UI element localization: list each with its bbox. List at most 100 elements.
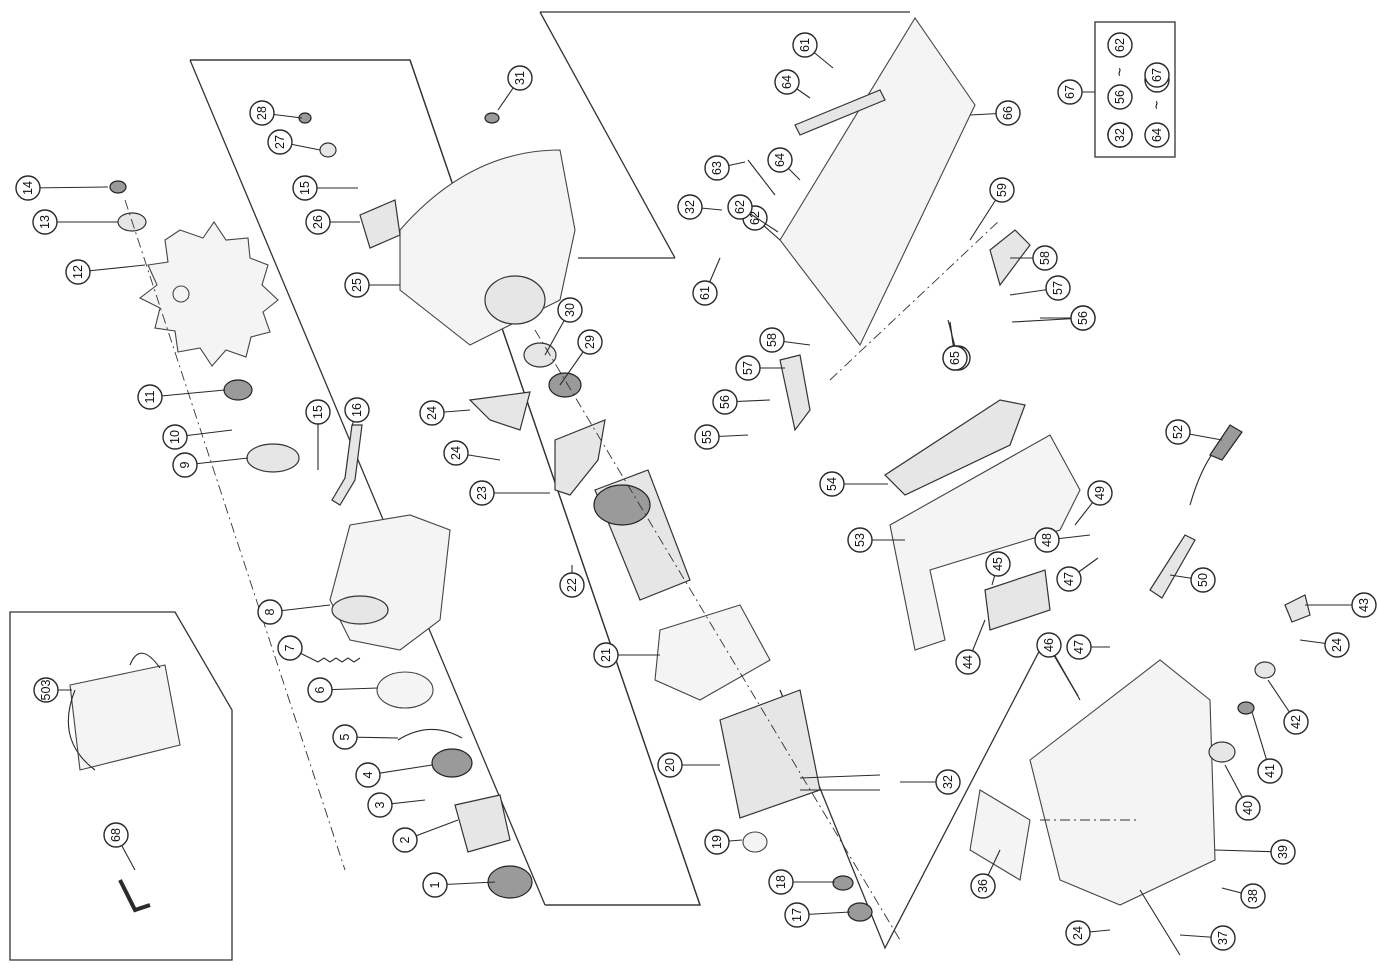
callout-48-51: 48 xyxy=(1034,527,1091,553)
callout-40-42: 40 xyxy=(1224,764,1261,821)
callout-number: 21 xyxy=(599,648,613,662)
callout-38-40: 38 xyxy=(1221,883,1266,909)
callout-32-35: 32 xyxy=(677,194,723,220)
snap-ring xyxy=(397,728,463,741)
fan-baffle xyxy=(654,604,771,701)
callout-number: 68 xyxy=(109,828,123,842)
callout-number: 11 xyxy=(143,390,157,403)
callout-14-13: 14 xyxy=(15,175,109,201)
callout-number: 8 xyxy=(263,608,277,615)
callout-65-75: 65 xyxy=(942,321,968,371)
callout-bubble xyxy=(759,327,785,353)
callout-number: 61 xyxy=(698,286,712,300)
callout-number: 20 xyxy=(663,758,677,772)
callout-43-45: 43 xyxy=(1305,592,1377,618)
callout-number: 50 xyxy=(1196,573,1210,587)
callout-24-24: 24 xyxy=(443,440,501,466)
callout-bubble xyxy=(1034,527,1060,553)
callout-bubble xyxy=(1107,84,1133,110)
callout-bubble xyxy=(1066,634,1092,660)
callout-64-73: 64 xyxy=(767,147,801,181)
callout-number: 62 xyxy=(1113,38,1127,52)
callout-number: 1 xyxy=(428,881,442,888)
callout-56-59: 56 xyxy=(1011,305,1096,331)
callout-bubble xyxy=(577,329,603,355)
spring xyxy=(317,657,361,663)
callout-bubble xyxy=(443,440,469,466)
callout-bubble xyxy=(1210,925,1236,951)
callout-number: 13 xyxy=(38,215,52,229)
callout-number: 65 xyxy=(948,351,962,365)
callout-bubble xyxy=(1107,32,1133,58)
callout-39-41: 39 xyxy=(1214,839,1296,865)
kit-item-56: 56 xyxy=(1107,84,1133,110)
callout-32-37: 32 xyxy=(900,769,961,795)
callout-number: 6 xyxy=(313,686,327,693)
callout-13-12: 13 xyxy=(32,209,118,235)
callout-45-47: 45 xyxy=(985,551,1011,586)
plug xyxy=(1209,424,1243,461)
callout-bubble xyxy=(767,147,793,173)
callout-21-21: 21 xyxy=(593,642,660,668)
callout-bubble xyxy=(1257,758,1283,784)
callout-bubble xyxy=(1235,795,1261,821)
callout-15-15: 15 xyxy=(305,399,331,470)
callout-number: 64 xyxy=(1150,128,1164,142)
callout-number: 57 xyxy=(1051,281,1065,295)
callout-number: 18 xyxy=(774,875,788,889)
callout-number: 39 xyxy=(1276,845,1290,859)
callout-2-1: 2 xyxy=(392,819,459,853)
callout-number: 41 xyxy=(1263,764,1277,778)
callout-6-5: 6 xyxy=(307,677,379,703)
callout-number: 67 xyxy=(1063,85,1077,99)
callout-bubble xyxy=(677,194,703,220)
callout-number: 47 xyxy=(1062,572,1076,586)
callout-bubble xyxy=(712,389,738,415)
callout-bubble xyxy=(1283,709,1309,735)
assembly-axes xyxy=(124,199,1140,941)
callout-67-78: 67 xyxy=(1057,79,1095,105)
handle-grip xyxy=(884,399,1026,496)
depth-knob xyxy=(359,199,401,249)
callout-number: 25 xyxy=(350,278,364,292)
callout-bubble xyxy=(355,762,381,788)
callout-42-44: 42 xyxy=(1267,679,1309,735)
lower-guard xyxy=(329,514,451,651)
guard-lever xyxy=(331,424,363,506)
callout-bubble xyxy=(367,792,393,818)
callout-44-46: 44 xyxy=(955,619,986,675)
callout-18-18: 18 xyxy=(768,869,835,895)
callout-24-27: 24 xyxy=(419,400,471,426)
seal-ring xyxy=(523,342,557,368)
callout-number: 56 xyxy=(1076,311,1090,325)
callout-bubble xyxy=(847,527,873,553)
callout-bubble xyxy=(65,259,91,285)
callout-bubble xyxy=(33,677,59,703)
callout-24-26: 24 xyxy=(1299,632,1350,658)
callout-bubble xyxy=(392,827,418,853)
callout-bubble xyxy=(1144,62,1170,88)
callout-37-39: 37 xyxy=(1179,925,1236,951)
callout-number: 62 xyxy=(733,200,747,214)
callout-53-55: 53 xyxy=(847,527,905,553)
armature-bearing xyxy=(548,372,582,398)
callout-58-64: 58 xyxy=(759,327,811,353)
callout-bubble xyxy=(277,635,303,661)
callout-bubble xyxy=(1065,920,1091,946)
callout-number: 61 xyxy=(798,38,812,52)
callout-number: 19 xyxy=(710,835,724,849)
callout-bubble xyxy=(419,400,445,426)
callout-number: 31 xyxy=(513,71,527,85)
callout-number: 12 xyxy=(71,265,85,279)
callout-11-10: 11 xyxy=(137,384,226,410)
callout-bubble xyxy=(15,175,41,201)
brush-holder xyxy=(554,419,606,496)
callout-bubble xyxy=(774,69,800,95)
callout-number: 37 xyxy=(1216,931,1230,945)
callout-number: 44 xyxy=(961,655,975,669)
callout-bubble xyxy=(1056,566,1082,592)
brush-cap-holder xyxy=(1208,741,1236,763)
callout-number: 26 xyxy=(311,215,325,229)
callout-503-80: 503 xyxy=(33,677,72,703)
callout-bubble xyxy=(985,551,1011,577)
